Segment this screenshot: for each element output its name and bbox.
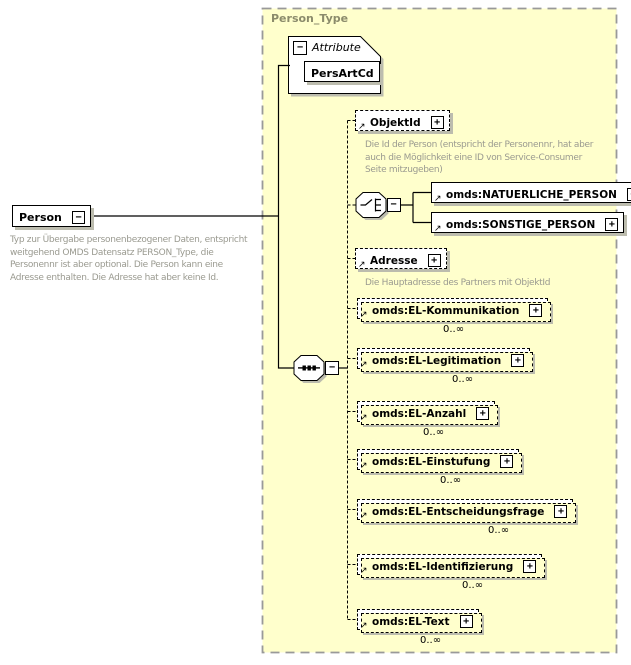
element-ref-icon: ↗	[360, 511, 368, 521]
attribute-collapse-icon[interactable]: −	[293, 41, 307, 55]
attribute-label: PersArtCd	[311, 67, 374, 80]
element-ref-icon: ↗	[360, 360, 368, 370]
expand-icon[interactable]: +	[511, 354, 525, 367]
collapse-icon[interactable]: −	[71, 211, 85, 224]
occurrence-label: 0..∞	[452, 374, 474, 385]
element-label: omds:EL-Entscheidungsfrage	[372, 506, 545, 518]
element-ref-icon: ↗	[360, 621, 368, 631]
element-el-entscheidungsfrage[interactable]: ↗ omds:EL-Entscheidungsfrage +	[357, 499, 577, 523]
adresse-annotation: Die Hauptadresse des Partners mit Objekt…	[365, 278, 551, 288]
expand-icon[interactable]: +	[529, 304, 543, 317]
element-label: omds:EL-Identifizierung	[372, 561, 514, 573]
element-ref-icon: ↗	[434, 224, 442, 234]
occurrence-label: 0..∞	[488, 525, 510, 536]
element-label: omds:EL-Legitimation	[372, 355, 502, 367]
expand-icon[interactable]: +	[523, 560, 537, 573]
element-ref-icon: ↗	[358, 122, 366, 132]
expand-icon[interactable]: +	[430, 116, 444, 129]
attribute-section-label: Attribute	[312, 41, 361, 54]
expand-icon[interactable]: +	[427, 254, 441, 267]
element-el-anzahl[interactable]: ↗ omds:EL-Anzahl +	[357, 401, 499, 425]
element-label: omds:EL-Einstufung	[372, 456, 491, 468]
element-label: omds:EL-Text	[372, 616, 450, 628]
element-el-legitimation[interactable]: ↗ omds:EL-Legitimation +	[357, 348, 534, 372]
expand-icon[interactable]: +	[459, 615, 473, 628]
element-ref-icon: ↗	[434, 194, 442, 204]
element-natuerliche-person[interactable]: ↗ omds:NATUERLICHE_PERSON +	[431, 182, 631, 204]
element-ref-icon: ↗	[360, 461, 368, 471]
element-label: Adresse	[370, 255, 418, 267]
occurrence-label: 0..∞	[423, 427, 445, 438]
expand-icon[interactable]: +	[605, 218, 619, 231]
objektid-annotation: Die Id der Person (entspricht der Person…	[365, 140, 594, 175]
person-annotation: Typ zur Übergabe personenbezogener Daten…	[10, 235, 248, 283]
element-ref-icon: ↗	[360, 310, 368, 320]
sequence-collapse-icon[interactable]: −	[325, 361, 339, 375]
element-label: Person	[19, 211, 62, 224]
element-el-kommunikation[interactable]: ↗ omds:EL-Kommunikation +	[357, 298, 552, 322]
occurrence-label: 0..∞	[443, 324, 465, 335]
expand-icon[interactable]: +	[476, 407, 490, 420]
attribute-persartcd[interactable]: PersArtCd	[304, 61, 380, 82]
element-ref-icon: ↗	[360, 413, 368, 423]
type-panel-title: Person_Type	[271, 12, 349, 25]
occurrence-label: 0..∞	[420, 635, 442, 646]
element-label: ObjektId	[370, 117, 421, 129]
element-objektid[interactable]: ↗ ObjektId +	[355, 110, 450, 132]
element-person[interactable]: Person −	[12, 205, 91, 227]
expand-icon[interactable]: +	[554, 505, 568, 518]
expand-icon[interactable]: +	[500, 455, 514, 468]
element-adresse[interactable]: ↗ Adresse +	[355, 248, 447, 270]
occurrence-label: 0..∞	[462, 580, 484, 591]
element-ref-icon: ↗	[358, 260, 366, 270]
expand-icon[interactable]: +	[627, 188, 631, 201]
element-label: omds:SONSTIGE_PERSON	[446, 219, 596, 231]
element-el-identifizierung[interactable]: ↗ omds:EL-Identifizierung +	[357, 554, 546, 578]
occurrence-label: 0..∞	[440, 475, 462, 486]
element-sonstige-person[interactable]: ↗ omds:SONSTIGE_PERSON +	[431, 212, 625, 234]
element-label: omds:NATUERLICHE_PERSON	[446, 189, 617, 201]
choice-collapse-icon[interactable]: −	[386, 198, 401, 212]
element-ref-icon: ↗	[360, 566, 368, 576]
element-label: omds:EL-Kommunikation	[372, 305, 520, 317]
element-el-text[interactable]: ↗ omds:EL-Text +	[357, 609, 482, 633]
element-label: omds:EL-Anzahl	[372, 408, 467, 420]
element-el-einstufung[interactable]: ↗ omds:EL-Einstufung +	[357, 449, 523, 473]
